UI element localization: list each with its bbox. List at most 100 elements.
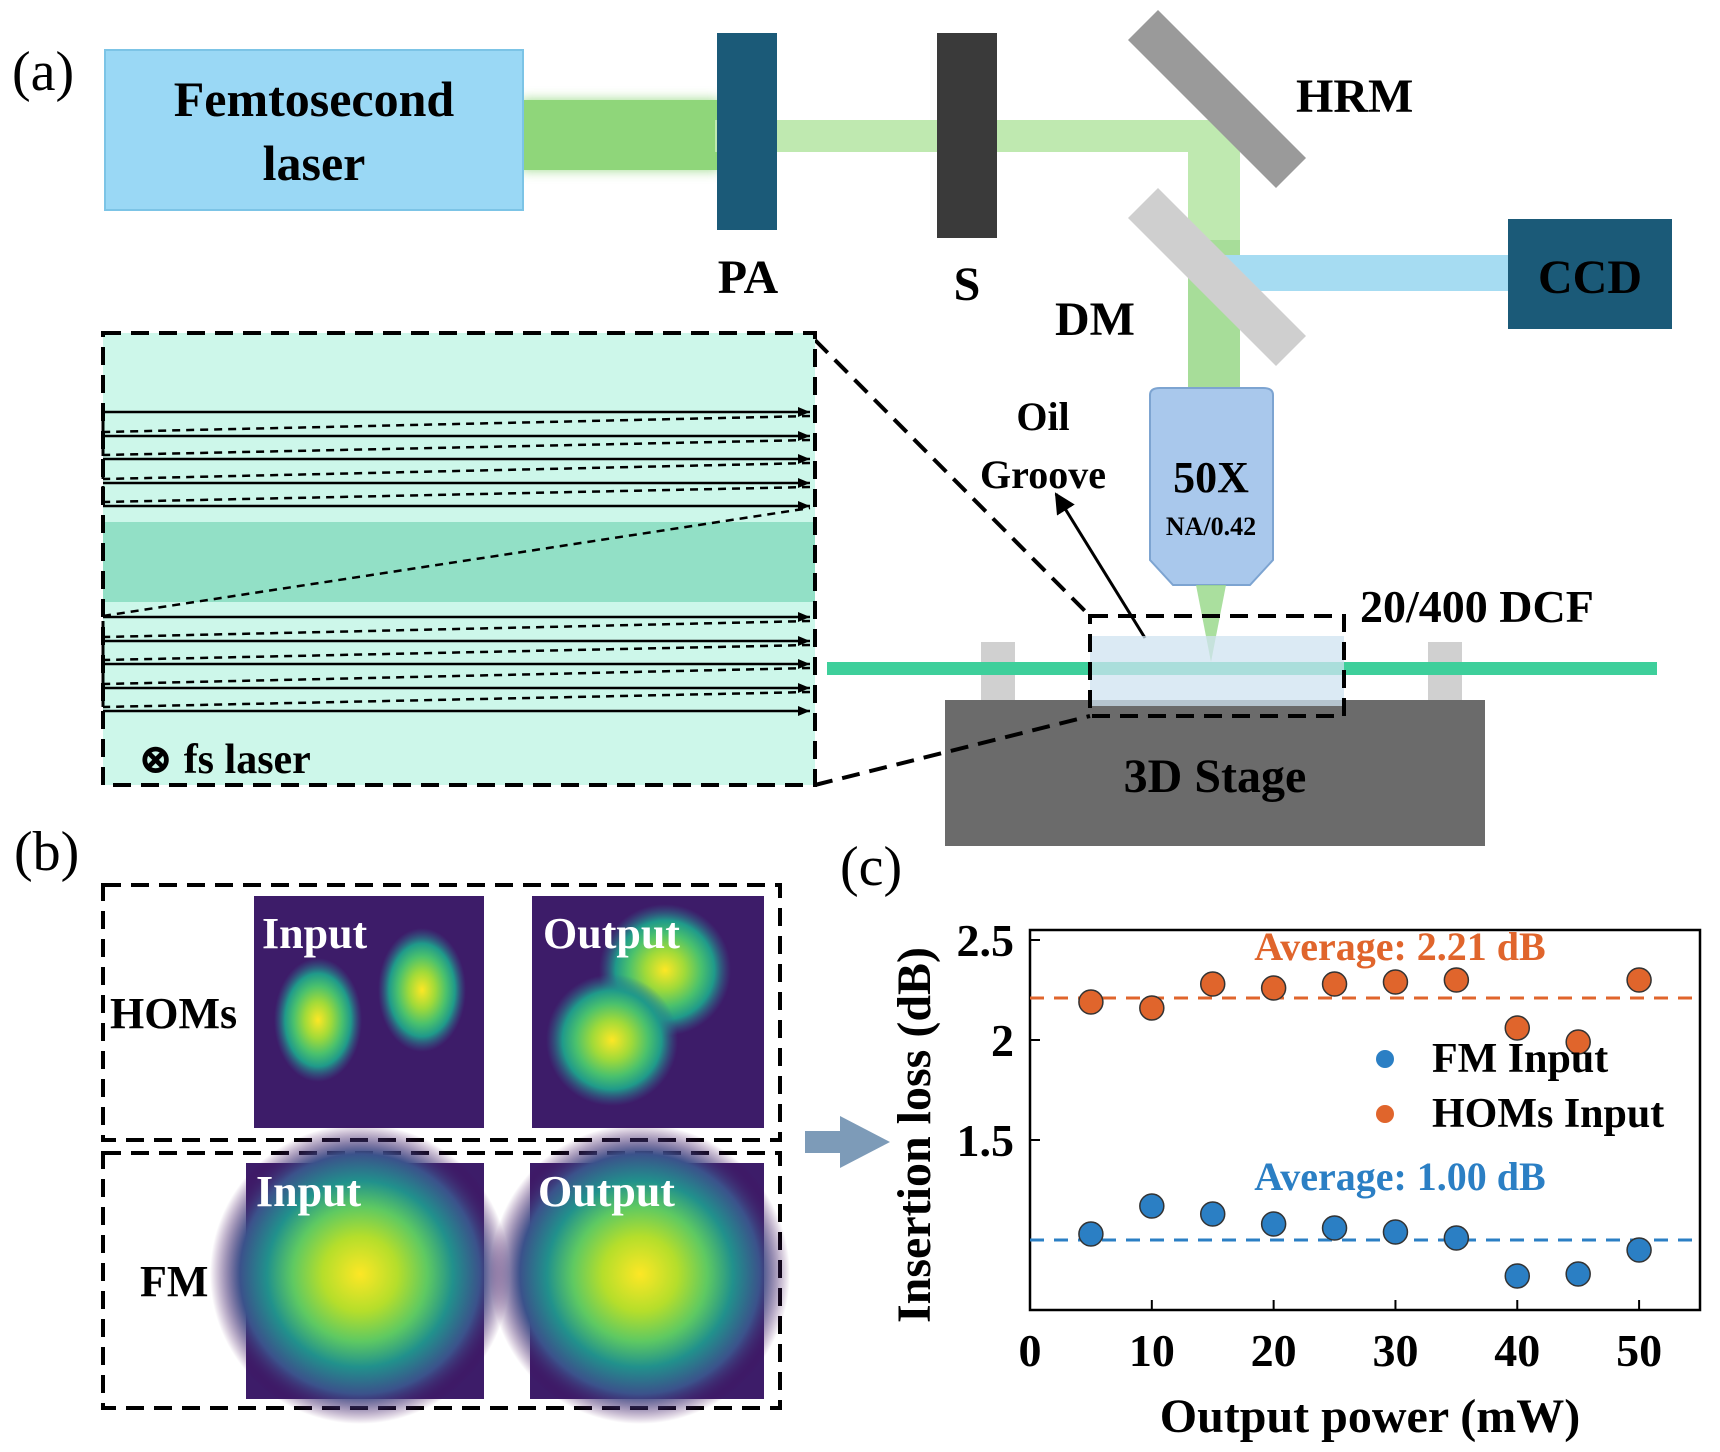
scan-arrowhead xyxy=(798,683,810,693)
polarization-attenuator xyxy=(717,33,777,230)
y-axis-label: Insertion loss (dB) xyxy=(888,947,941,1323)
average-label: Average: 1.00 dB xyxy=(1254,1154,1545,1199)
femtosecond-laser-box xyxy=(104,49,524,211)
data-point xyxy=(1382,1219,1409,1245)
panel-b-label: (b) xyxy=(14,821,79,883)
data-point xyxy=(1139,1193,1165,1219)
data-point xyxy=(1321,971,1348,997)
zoom-line-top xyxy=(813,338,1092,618)
ccd-camera xyxy=(1508,219,1672,329)
scan-arrowhead xyxy=(798,407,810,417)
fiber-label: 20/400 DCF xyxy=(1360,581,1594,632)
data-point xyxy=(1504,1015,1531,1041)
scan-arrowhead xyxy=(798,706,810,716)
groove-label: Groove xyxy=(980,452,1106,497)
data-point xyxy=(1260,975,1287,1001)
x-tick-label: 20 xyxy=(1251,1325,1297,1376)
ccd-label: CCD xyxy=(1538,251,1642,304)
homs-label: HOMs xyxy=(110,989,237,1038)
data-point xyxy=(1443,967,1470,993)
objective-lens xyxy=(1149,387,1274,662)
fm-output-image xyxy=(490,1124,790,1424)
insertion-loss-chart: 0 10 20 30 40 50 1.5 2 2.5 Average: 2.21 dB Avera… xyxy=(957,915,1702,1376)
scan-return-line xyxy=(102,485,811,504)
objective-na: NA/0.42 xyxy=(1166,512,1256,541)
homs-output-image xyxy=(532,896,764,1128)
x-tick-label: 30 xyxy=(1372,1325,1418,1376)
data-point xyxy=(1260,1211,1287,1237)
s-label: S xyxy=(954,258,981,311)
scan-return-line xyxy=(102,690,811,709)
scan-arrowhead xyxy=(798,659,810,669)
homs-output-label: Output xyxy=(543,909,680,958)
y-tick-label: 2.5 xyxy=(957,915,1015,966)
panel-a-label: (a) xyxy=(12,41,74,103)
data-point xyxy=(1626,967,1652,993)
data-point xyxy=(1504,1263,1531,1289)
fm-label: FM xyxy=(140,1257,208,1306)
scan-arrowhead xyxy=(798,454,810,464)
homs-box xyxy=(101,883,782,1142)
x-tick-label: 0 xyxy=(1019,1325,1042,1376)
data-point xyxy=(1443,1225,1470,1251)
stage-label: 3D Stage xyxy=(1124,750,1307,803)
fm-input-image xyxy=(210,1124,510,1424)
homs-input-image xyxy=(254,896,484,1128)
legend-marker xyxy=(1376,1105,1394,1123)
objective-magnification: 50X xyxy=(1173,453,1249,502)
scan-arrowhead xyxy=(798,636,810,646)
3d-stage xyxy=(945,700,1485,846)
fm-input-label: Input xyxy=(256,1167,362,1216)
dm-mirror xyxy=(1128,188,1306,366)
homs-input-label: Input xyxy=(262,909,368,958)
data-point xyxy=(1199,1201,1226,1227)
average-label: Average: 2.21 dB xyxy=(1254,924,1545,969)
data-point xyxy=(1626,1237,1652,1263)
scan-arrowhead xyxy=(798,478,810,488)
x-tick-label: 50 xyxy=(1616,1325,1662,1376)
scan-return-line xyxy=(102,414,811,434)
hrm-label: HRM xyxy=(1296,70,1413,123)
beam-path xyxy=(520,100,1515,405)
scan-return-line xyxy=(102,438,811,457)
y-tick-label: 1.5 xyxy=(957,1115,1015,1166)
data-point xyxy=(1139,995,1165,1021)
scan-return-line xyxy=(102,461,811,481)
dm-label: DM xyxy=(1055,293,1135,346)
x-axis-label: Output power (mW) xyxy=(1160,1390,1580,1443)
fm-output-label: Output xyxy=(538,1167,675,1216)
writing-path-inset xyxy=(101,331,817,787)
scan-return-line xyxy=(102,619,811,639)
oil-label: Oil xyxy=(1016,394,1069,439)
legend-marker xyxy=(1376,1050,1394,1068)
plot-frame xyxy=(1028,928,1702,1312)
laser-label-line1: Femtosecond xyxy=(174,71,455,127)
scan-return-line xyxy=(102,506,811,618)
data-point xyxy=(1565,1261,1591,1287)
inset-label: ⊗ fs laser xyxy=(138,737,311,783)
link-arrow xyxy=(805,1116,890,1168)
legend-entry: HOMs Input xyxy=(1432,1091,1664,1137)
data-point xyxy=(1078,1221,1104,1247)
zoom-line-bottom xyxy=(814,714,1091,787)
data-point xyxy=(1382,969,1409,995)
scan-return-line xyxy=(102,666,811,686)
pa-label: PA xyxy=(718,251,779,304)
scan-arrowhead xyxy=(798,612,810,622)
x-tick-label: 10 xyxy=(1129,1325,1175,1376)
data-point xyxy=(1078,989,1104,1015)
data-point xyxy=(1321,1215,1348,1241)
scan-return-line xyxy=(102,643,811,662)
shutter xyxy=(937,33,997,238)
x-tick-label: 40 xyxy=(1494,1325,1540,1376)
legend-entry: FM Input xyxy=(1432,1036,1608,1082)
data-point xyxy=(1199,971,1226,997)
y-tick-label: 2 xyxy=(991,1015,1014,1066)
scan-arrowhead xyxy=(798,431,810,441)
oil-groove xyxy=(1090,636,1344,706)
panel-c-label: (c) xyxy=(840,836,902,898)
zoom-region-box xyxy=(1088,614,1346,718)
hrm-mirror xyxy=(1128,10,1306,188)
laser-label-line2: laser xyxy=(263,135,366,191)
